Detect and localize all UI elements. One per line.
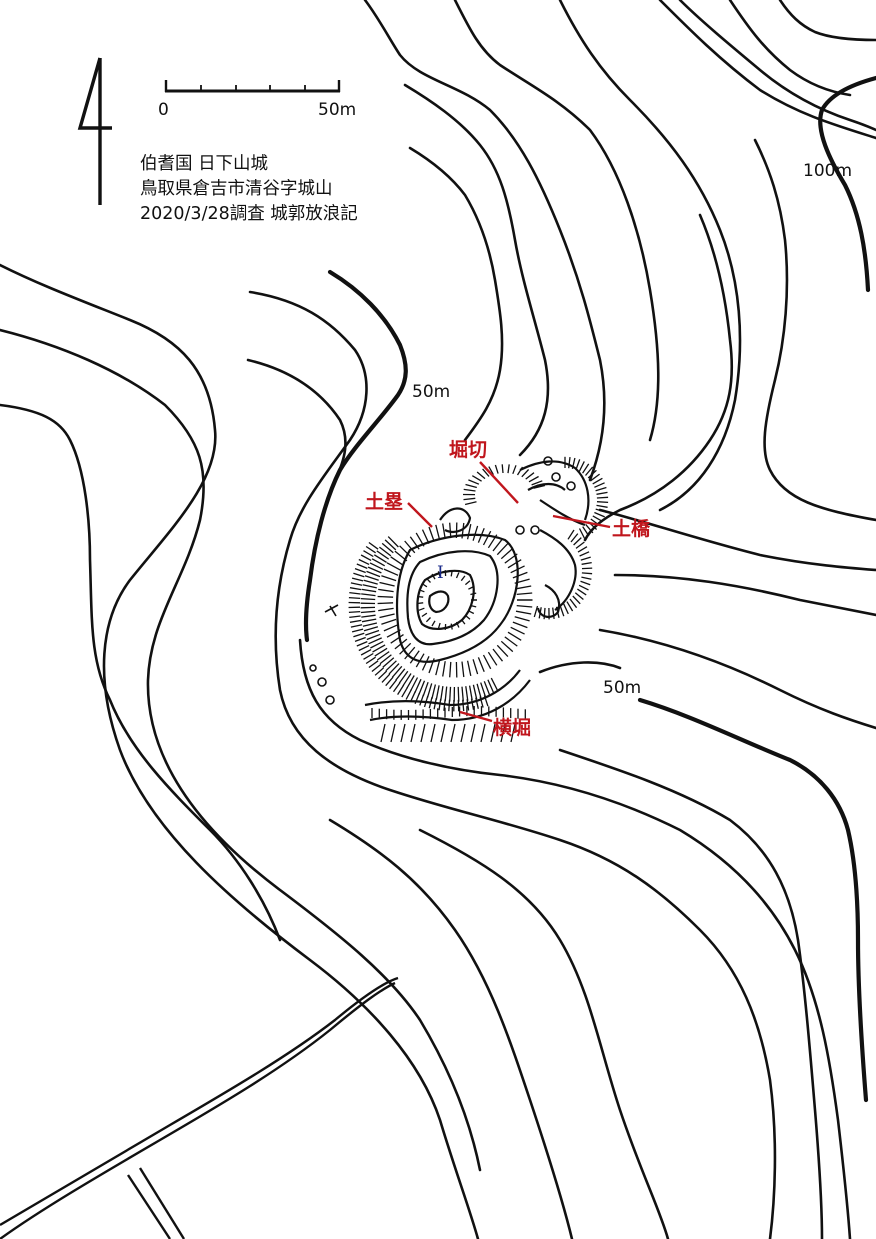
yokobori-label: 横堀 [493, 717, 532, 739]
dobashi-label: 土橋 [612, 518, 651, 540]
dorui-label: 土塁 [365, 491, 404, 513]
scale-end-label: 50m [318, 100, 357, 120]
scale-start-label: 0 [158, 100, 169, 120]
survey-note: 2020/3/28調査 城郭放浪記 [140, 204, 358, 224]
kuruwa-1-label: I [437, 563, 444, 583]
castle-name: 伯耆国 日下山城 [140, 154, 269, 174]
annotation-leaders [407, 461, 611, 723]
elevation-100m-label: 100m [803, 161, 853, 181]
scale-bar [164, 80, 341, 93]
north-arrow-icon [77, 57, 112, 205]
road [0, 976, 399, 1239]
elevation-50m-east-label: 50m [603, 678, 642, 698]
elevation-50m-west-label: 50m [412, 382, 451, 402]
horikiri-label: 堀切 [449, 439, 488, 461]
castle-earthworks [309, 456, 609, 743]
castle-location: 鳥取県倉吉市清谷字城山 [140, 179, 333, 199]
